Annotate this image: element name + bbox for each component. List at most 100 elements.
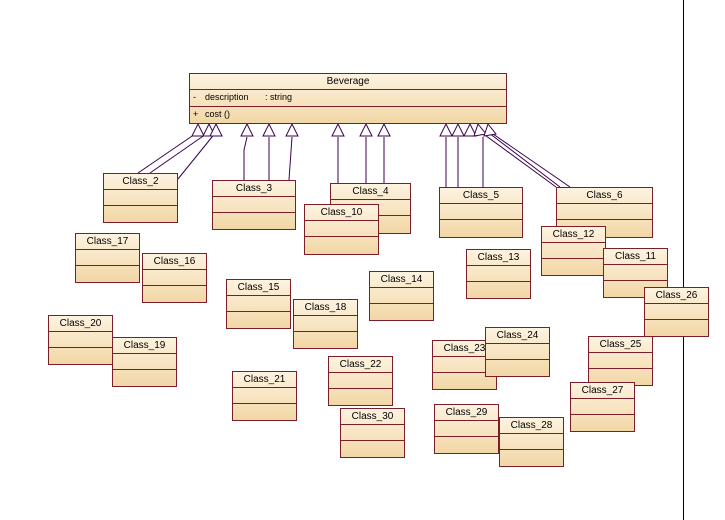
class-box-class21[interactable]: Class_21	[232, 371, 297, 421]
class-name: Class_16	[143, 254, 206, 270]
connector-class2-beverage	[137, 131, 217, 180]
attributes-section	[435, 421, 498, 437]
class-box-class13[interactable]: Class_13	[466, 249, 531, 299]
class-box-class3[interactable]: Class_3	[212, 180, 296, 230]
class-name: Class_14	[370, 272, 433, 288]
attributes-section	[213, 197, 295, 213]
class-name: Class_13	[467, 250, 530, 266]
arrowhead-class2c	[209, 122, 223, 137]
class-box-class27[interactable]: Class_27	[570, 382, 635, 432]
attribute-row[interactable]: -description : string	[190, 90, 506, 104]
attributes-section	[329, 373, 392, 389]
class-name: Class_18	[294, 300, 357, 316]
class-box-class26[interactable]: Class_26	[644, 287, 709, 337]
class-name: Class_28	[500, 418, 563, 434]
class-box-class29[interactable]: Class_29	[434, 404, 499, 454]
class-name: Class_22	[329, 357, 392, 373]
class-name: Class_21	[233, 372, 296, 388]
attributes-section	[500, 434, 563, 450]
arrowhead-class4a	[331, 122, 345, 137]
class-box-class14[interactable]: Class_14	[369, 271, 434, 321]
class-name: Class_10	[305, 205, 378, 221]
arrowhead-class6b	[483, 122, 497, 137]
attributes-section	[645, 304, 708, 320]
operation-visibility: +	[193, 109, 199, 119]
beverage-class[interactable]: Beverage -description : string + cost ()	[189, 73, 507, 124]
attributes-section	[571, 399, 634, 415]
arrowhead-class5a	[439, 122, 453, 137]
class-name: Class_17	[76, 234, 139, 250]
class-box-class12[interactable]: Class_12	[541, 226, 606, 276]
attributes-section: -description : string	[190, 90, 506, 107]
connector-class3-beverage	[243, 136, 293, 181]
class-name: Class_30	[341, 409, 404, 425]
attributes-section	[341, 425, 404, 441]
class-name: Class_15	[227, 280, 290, 296]
attributes-section	[76, 250, 139, 266]
arrowhead-class5c	[463, 122, 477, 137]
attribute-visibility: -	[193, 92, 196, 102]
attributes-section	[227, 296, 290, 312]
generalization-arrowheads	[191, 122, 497, 137]
class-name: Class_24	[486, 328, 549, 344]
attributes-section	[486, 344, 549, 360]
attributes-section	[294, 316, 357, 332]
class-box-class24[interactable]: Class_24	[485, 327, 550, 377]
attributes-section	[440, 204, 522, 220]
attributes-section	[589, 353, 652, 369]
class-box-class18[interactable]: Class_18	[293, 299, 358, 349]
class-name: Class_5	[440, 188, 522, 204]
class-box-class17[interactable]: Class_17	[75, 233, 140, 283]
operations-section: + cost ()	[190, 107, 506, 123]
class-name: Class_3	[213, 181, 295, 197]
connector-class6-beverage	[477, 129, 571, 188]
attributes-section	[143, 270, 206, 286]
class-name: Class_19	[113, 338, 176, 354]
attributes-section	[104, 190, 177, 206]
class-name: Class_11	[604, 249, 667, 265]
attributes-section	[604, 265, 667, 281]
attributes-section	[433, 357, 496, 373]
arrowhead-class3c	[285, 122, 299, 137]
arrowhead-class3b	[262, 122, 276, 137]
class-box-class19[interactable]: Class_19	[112, 337, 177, 387]
operation-row[interactable]: + cost ()	[190, 107, 506, 121]
class-name: Class_26	[645, 288, 708, 304]
arrowhead-class6a	[473, 122, 487, 137]
class-name: Class_20	[49, 316, 112, 332]
attributes-section	[305, 221, 378, 237]
arrowhead-class3a	[240, 122, 254, 137]
class-box-class20[interactable]: Class_20	[48, 315, 113, 365]
class-box-class2[interactable]: Class_2	[103, 173, 178, 223]
class-name: Class_2	[104, 174, 177, 190]
operation-signature: cost ()	[205, 109, 231, 119]
class-box-class16[interactable]: Class_16	[142, 253, 207, 303]
class-name: Class_29	[435, 405, 498, 421]
arrowhead-class4c	[377, 122, 391, 137]
class-name: Beverage	[190, 74, 506, 90]
class-box-class22[interactable]: Class_22	[328, 356, 393, 406]
attributes-section	[557, 204, 652, 220]
attributes-section	[113, 354, 176, 370]
attributes-section	[233, 388, 296, 404]
class-box-class15[interactable]: Class_15	[226, 279, 291, 329]
class-box-class10[interactable]: Class_10	[304, 204, 379, 255]
canvas-edge-divider	[683, 0, 684, 520]
arrowhead-class2	[191, 122, 205, 137]
attribute-type: : string	[265, 92, 293, 102]
class-box-class25[interactable]: Class_25	[588, 336, 653, 386]
class-box-class5[interactable]: Class_5	[439, 187, 523, 238]
attributes-section	[49, 332, 112, 348]
class-box-class28[interactable]: Class_28	[499, 417, 564, 467]
connector-class4-beverage	[337, 137, 385, 183]
class-name: Class_4	[331, 184, 410, 200]
arrowhead-class4b	[359, 122, 373, 137]
class-box-class30[interactable]: Class_30	[340, 408, 405, 458]
class-name: Class_12	[542, 227, 605, 243]
arrowhead-class5b	[451, 122, 465, 137]
class-name: Class_27	[571, 383, 634, 399]
class-name: Class_6	[557, 188, 652, 204]
class-name: Class_23	[433, 341, 496, 357]
attribute-name: description	[205, 92, 249, 102]
